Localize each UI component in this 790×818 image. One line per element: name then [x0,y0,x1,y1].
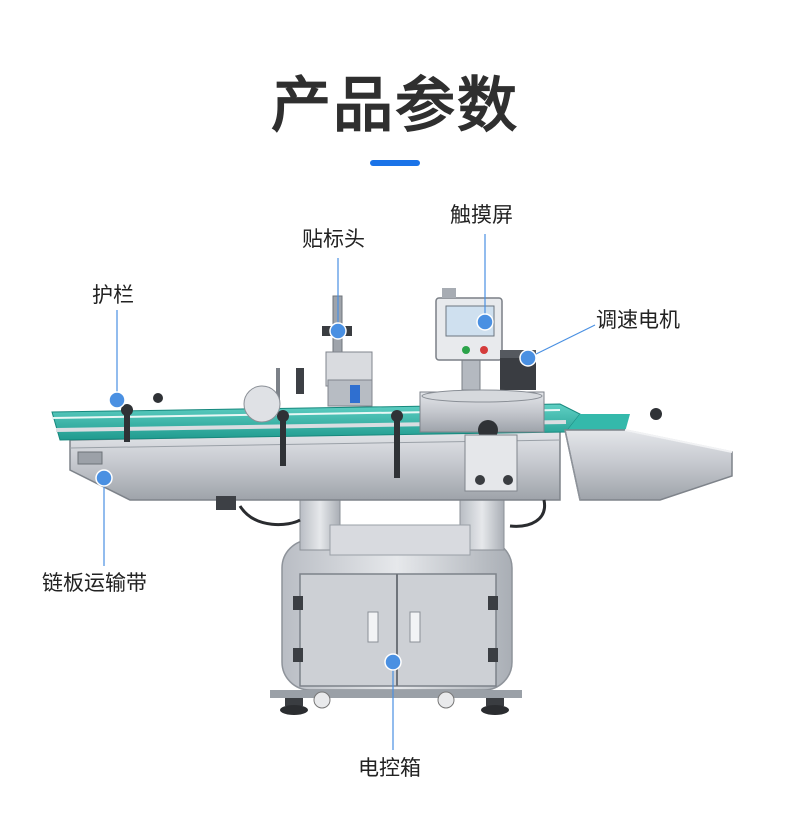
callout-dots [95,313,537,671]
page-title: 产品参数 [271,71,519,141]
labeling-head [243,295,373,423]
title-underline [370,160,420,166]
callout-labeling-head: 贴标头 [302,227,365,251]
cables [238,499,547,528]
touch-screen-panel [435,288,503,391]
callout-guardrail: 护栏 [92,283,134,307]
callout-speed-motor: 调速电机 [596,308,680,332]
callout-leaders [103,234,596,750]
callout-control-box: 电控箱 [358,756,421,780]
callout-touch-screen: 触摸屏 [450,203,513,227]
control-cabinet [270,539,522,698]
output-tray [564,429,733,501]
guardrail-knobs [121,393,662,478]
callout-conveyor: 链板运输带 [42,571,147,595]
caster-wheels [280,691,509,715]
speed-motor [419,350,545,492]
